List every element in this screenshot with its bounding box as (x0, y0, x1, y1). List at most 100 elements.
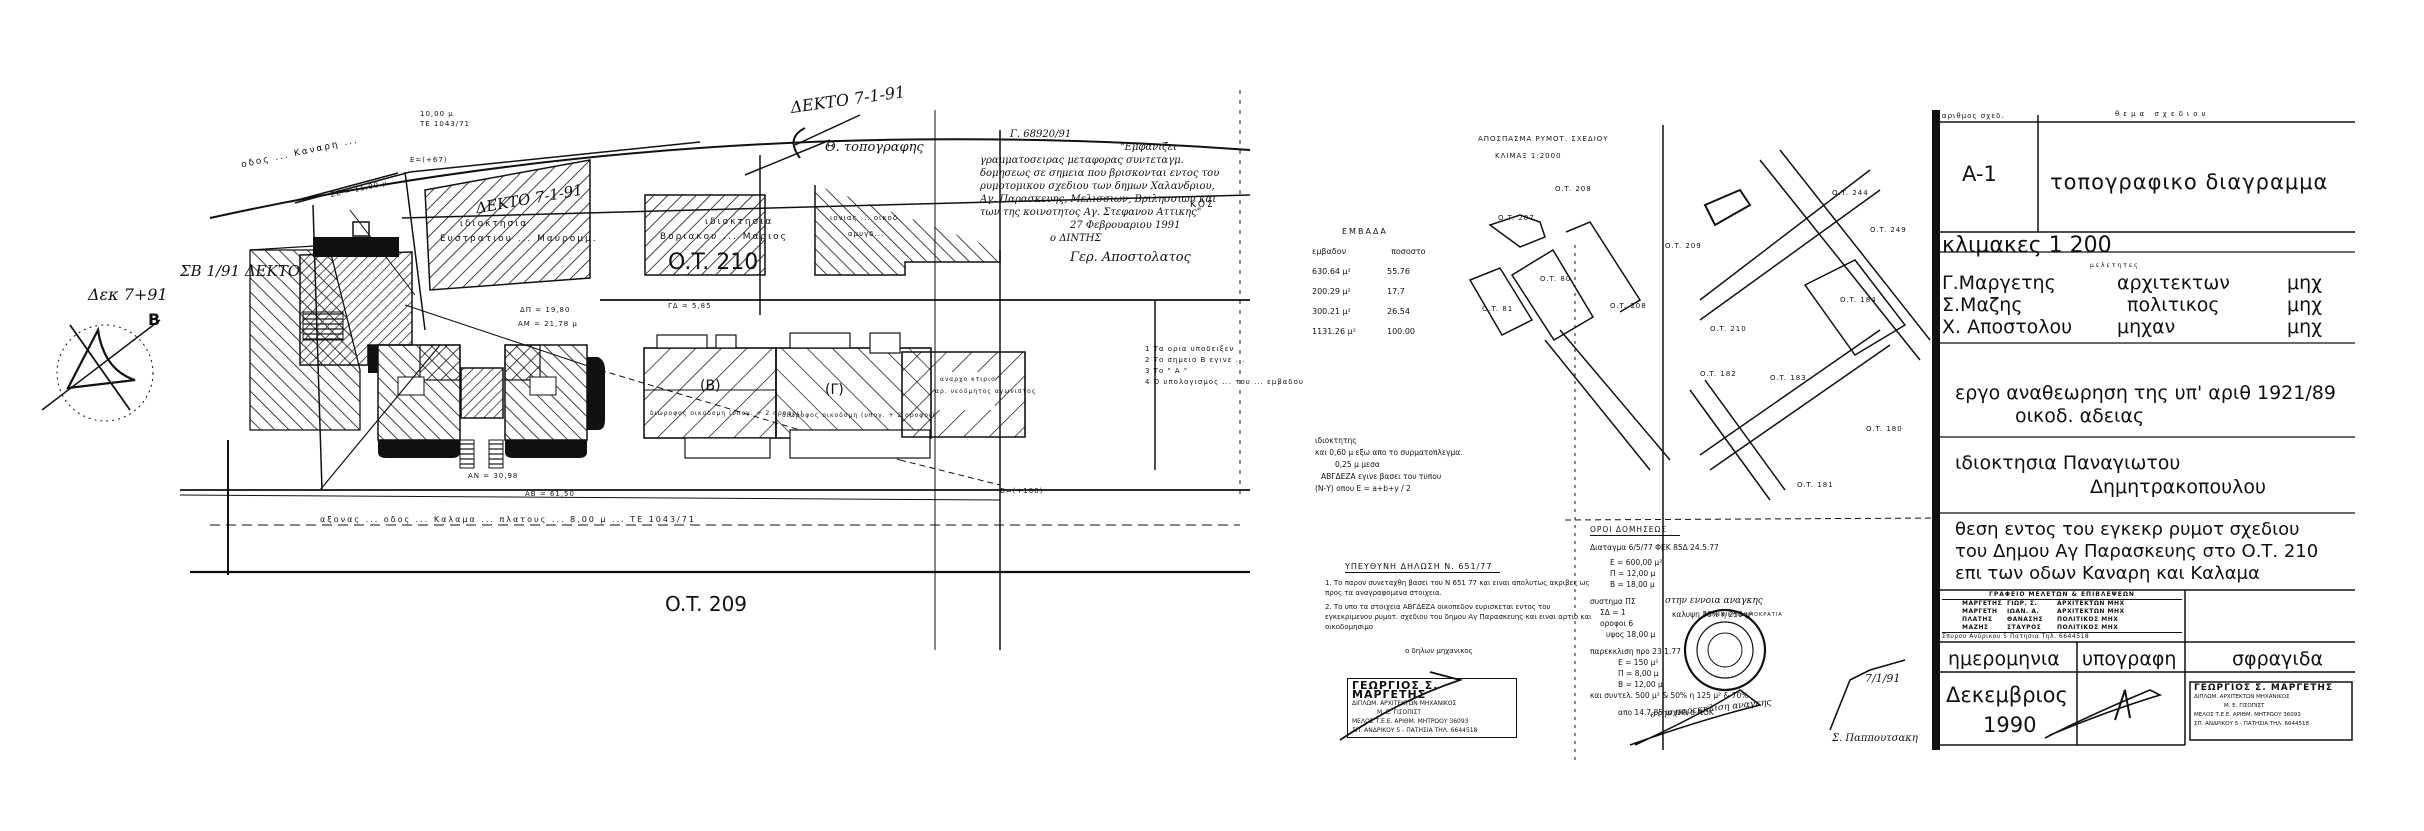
block-label: O.T. 80 (1540, 275, 1572, 283)
signature-header: υπογραφη (2082, 648, 2177, 670)
declaration-item: 1. Το παρον συνεταχθη βασει του Ν 651 77… (1325, 579, 1590, 597)
plan-note: 4 Ο υπολογισμος ... του ... εμβαδου (1145, 378, 1304, 386)
sign-name: Σ. Παππουτσακη (1832, 733, 1918, 744)
authority-line: "Εμφανιζει (1120, 142, 1177, 153)
building-terms-title: ΟΡΟΙ ΔΟΜΗΣΕΩΣ (1590, 524, 1680, 536)
vacant-label: αναρχο κτιριο (940, 376, 996, 383)
property-label: ιδιοκτησια (460, 219, 529, 229)
plan-note: 2 Το σημειο Β εγινε ... (1145, 356, 1246, 364)
location-line: επι των οδων Καναρη και Καλαμα (1955, 563, 2260, 584)
handwritten-margin: Δεκ 7+91 (88, 285, 168, 304)
dim-ab: AB = 61,50 (525, 490, 575, 498)
dim-am: AM = 21,78 μ (518, 320, 578, 328)
block-label: O.T. 208 (1610, 302, 1647, 310)
authority-line: γραμματοσειρας μεταφορας συντεταγμ. (980, 155, 1184, 166)
dim-gd: ΓΔ = 5,85 (668, 302, 712, 310)
block-label: O.T. 183 (1770, 374, 1807, 382)
authority-line: των της κοινοτητος Αγ. Στεφανου Αττικης" (980, 207, 1202, 218)
handwritten-margin: ΣΒ 1/91 ΔΕΚΤΟ (180, 262, 301, 280)
handwritten-sign: Θ. τοπογραφης (825, 140, 924, 155)
ownership-line: ιδιοκτησια Παναγιωτου (1955, 452, 2181, 474)
property-note: ιδιοκτητης και 0,60 μ εξω απο το συρματο… (1315, 436, 1463, 493)
block-label-ot-209: O.T. 209 (665, 592, 748, 616)
extract-title: ΑΠΟΣΠΑΣΜΑ ΡΥΜΟΤ. ΣΧΕΔΙΟΥ (1478, 135, 1609, 143)
block-label: O.T. 182 (1700, 370, 1737, 378)
block-label: O.T. 81 (1482, 305, 1514, 313)
project-line: εργο αναθεωρηση της υπ' αριθ 1921/89 (1955, 382, 2336, 404)
point-e: E=(+67) (410, 156, 448, 164)
block-label: O.T. 207 (1498, 214, 1535, 222)
block-label: O.T. 210 (1710, 325, 1747, 333)
pct-header: ποσοστο (1391, 247, 1426, 256)
drawing-title: τοπογραφικο διαγραμμα (2050, 170, 2329, 194)
declaration: ΥΠΕΥΘΥΝΗ ΔΗΛΩΣΗ Ν. 651/77 1. Το παρον συ… (1325, 562, 1595, 656)
handwritten-note: στην εννοια αναγκης (1665, 596, 1763, 606)
location-line: του Δημου Αγ Παρασκευης στο Ο.Τ. 210 (1955, 541, 2319, 562)
block-label: O.T. 244 (1832, 189, 1869, 197)
ownership-line: Δημητρακοπουλου (2090, 476, 2266, 498)
authority-line: 27 Φεβρουαριου 1991 (1070, 220, 1181, 231)
plan-note: 3 Το " Α " (1145, 367, 1189, 375)
dim-an: AN = 30,98 (468, 472, 519, 480)
building-b-note: διωροφος οικοδομη (υπογ. + 2 οροφοι) (650, 410, 804, 417)
building-b-label: (Β) (700, 378, 721, 394)
declaration-item: 2. Το υπο τα στοιχεια ΑΒΓΔΕΖΑ οικοπεδον … (1325, 603, 1592, 631)
drawing-title-label: θεμα σχεδιου (2115, 110, 2210, 118)
sheet-no-label: αριθμος σχεδ. (1942, 112, 2005, 120)
building-g-note: διωροφος οικοδομη (υπογ. + 2 οροφοι) (782, 412, 936, 419)
sheet-number: A-1 (1962, 162, 1997, 186)
authority-note: Γ. 68920/91 "Εμφανιζει γραμματοσειρας με… (980, 128, 1219, 264)
authority-line: ο ΔΙΝΤΗΣ (1050, 233, 1102, 244)
property-label: ιδιοκτησια (705, 217, 774, 227)
extract-streets (1468, 149, 1931, 501)
area-header: εμβαδον (1312, 247, 1347, 256)
authority-stamp-suffix: ΚΟΣ (1190, 200, 1215, 210)
authority-line: Αγ. Παρασκευης, Μελισσιων, Βριλησσιων κα… (980, 194, 1217, 205)
block-label: O.T. 184 (1840, 296, 1877, 304)
authority-signer: Γερ. Αποστολατος (1070, 250, 1191, 265)
point-b: B=(+100) (1000, 487, 1044, 495)
official-seal (1683, 608, 1767, 692)
block-label: O.T. 181 (1797, 481, 1834, 489)
declaration-title: ΥΠΕΥΘΥΝΗ ΔΗΛΩΣΗ Ν. 651/77 (1345, 562, 1500, 573)
vacant-note: αρ. νεοδμητος αγωνιστος (935, 388, 1037, 395)
declaration-signer: ο δηλων μηχανικος (1405, 647, 1473, 655)
location-line: θεση εντος του εγκεκρ ρυμοτ σχεδιου (1955, 519, 2300, 540)
engineer-stamp: ΓΕΩΡΓΙΟΣ Σ. ΜΑΡΓΕΤΗΣ ΔΙΠΛΩΜ. ΑΡΧΙΤΕΚΤΩΝ … (1347, 678, 1517, 738)
property-owner: Βοριακου ... Μαριος (660, 232, 788, 242)
building-terms: ΟΡΟΙ ΔΟΜΗΣΕΩΣ Διαταγμα 6/5/77 ΦΕΚ 85Δ 24… (1590, 524, 1749, 717)
date-header: ημερομηνια (1948, 648, 2060, 670)
upper-road-width: 10,00 μ (420, 110, 454, 118)
building-g-label: (Γ) (825, 382, 844, 398)
date-year: 1990 (1983, 713, 2037, 737)
plan-note: 1 Τα ορια υποδειξεν (1145, 345, 1235, 353)
authority-line: ρυμοτομικου σχεδιου των δημων Χαλανδριου… (980, 181, 1215, 192)
block-label: O.T. 209 (1665, 242, 1702, 250)
block-label: O.T. 180 (1866, 425, 1903, 433)
seal-header: σφραγιδα (2232, 648, 2323, 670)
property-owner: Ευστρατιου ... Μαυρομμ. (440, 234, 598, 244)
sign-date: 7/1/91 (1865, 672, 1901, 685)
coverage: καλυψη 30% η 250 μ² (1672, 610, 1753, 619)
scale: κλιμακες 1 200 (1942, 233, 2112, 258)
block-label: O.T. 208 (1555, 185, 1592, 193)
authority-line: δομησεως σε σημεια που βρισκονται εντος … (980, 168, 1220, 179)
date-month: Δεκεμβριος (1946, 683, 2068, 707)
north-arrow (41, 319, 161, 422)
authority-ref: Γ. 68920/91 (1010, 129, 1072, 140)
property-label: ιονιας ... οικοδ. (830, 214, 902, 222)
dim-ap: ΔΠ = 19,80 (520, 306, 571, 314)
